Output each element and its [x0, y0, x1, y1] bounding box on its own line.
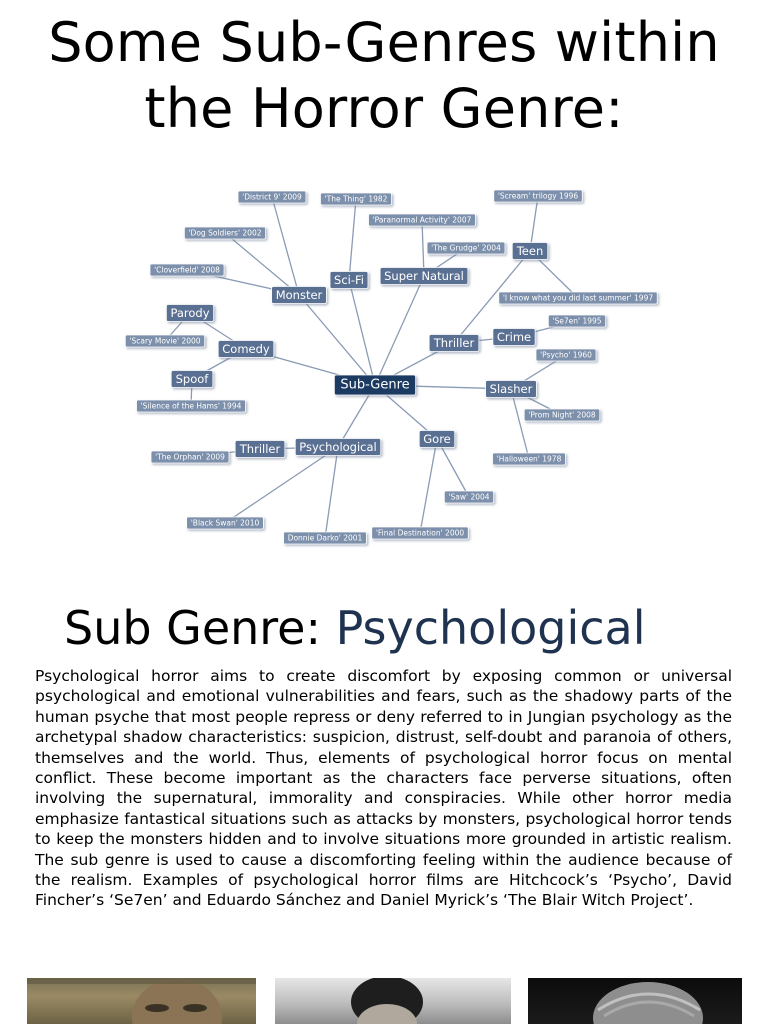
- mind-map-node-label: 'Psycho' 1960: [540, 351, 592, 360]
- mind-map-node-label: Monster: [276, 288, 323, 302]
- mind-map-node-label: 'The Thing' 1982: [325, 195, 388, 204]
- mind-map-node-spoof: Spoof: [170, 370, 214, 388]
- mind-map-node-supernatural: Super Natural: [379, 267, 469, 285]
- mind-map-node-label: Sub-Genre: [340, 378, 409, 393]
- mind-map-node-label: Parody: [170, 306, 209, 320]
- mind-map-node-label: Super Natural: [384, 269, 464, 283]
- mind-map-node-label: Psychological: [299, 440, 376, 454]
- section-heading-accent: Psychological: [335, 601, 646, 655]
- mind-map-node-saw: 'Saw' 2004: [443, 490, 495, 504]
- mind-map-node-label: Gore: [423, 432, 451, 446]
- mind-map-node-label: Comedy: [222, 342, 270, 356]
- mind-map-node-label: 'Black Swan' 2010: [191, 519, 260, 528]
- mind-map-node-thriller2: Thriller: [234, 440, 286, 458]
- mind-map-connector: [224, 232, 300, 296]
- mind-map-node-label: 'Paranormal Activity' 2007: [373, 216, 472, 225]
- mind-map-connector: [324, 446, 339, 539]
- mind-map-node-label: 'Scary Movie' 2000: [129, 337, 200, 346]
- film-still-image-3: [528, 978, 742, 1024]
- mind-map-node-district9: 'District 9' 2009: [237, 190, 307, 204]
- mind-map-node-label: 'The Orphan' 2009: [155, 453, 225, 462]
- mind-map-node-crime: Crime: [492, 328, 536, 346]
- mind-map-node-label: Thriller: [239, 442, 281, 456]
- mind-map-node-label: 'Dog Soldiers' 2002: [189, 229, 262, 238]
- mind-map-node-thriller: Thriller: [428, 334, 480, 352]
- mind-map-node-psychological: Psychological: [294, 438, 382, 456]
- mind-map-node-label: Crime: [497, 330, 531, 344]
- mind-map-node-se7en: 'Se7en' 1995: [547, 314, 607, 328]
- mind-map-node-donniedarko: Donnie Darko' 2001: [283, 531, 367, 545]
- mind-map-node-silence: 'Silence of the Hams' 1994: [136, 399, 246, 413]
- mind-map-connector: [421, 219, 425, 277]
- mind-map-node-label: 'Halloween' 1978: [497, 455, 562, 464]
- mind-map-node-label: Thriller: [433, 336, 475, 350]
- page-title-line-1: Some Sub-Genres within: [48, 11, 720, 74]
- mind-map-node-comedy: Comedy: [217, 340, 275, 358]
- mind-map-node-scream: 'Scream' trilogy 1996: [493, 189, 583, 203]
- mind-map-connector: [510, 388, 530, 460]
- mind-map-connector: [529, 195, 539, 252]
- mind-map-node-monster: Monster: [271, 286, 327, 304]
- mind-map-connector: [298, 294, 376, 386]
- mind-map-node-label: 'I know what you did last summer' 1997: [503, 294, 653, 303]
- mind-map-node-slasher: Slasher: [485, 380, 537, 398]
- section-body-text: Psychological horror aims to create disc…: [35, 667, 732, 910]
- mind-map-node-label: 'Scream' trilogy 1996: [498, 192, 579, 201]
- mind-map-node-gore: Gore: [418, 430, 456, 448]
- mind-map-connector: [224, 446, 339, 524]
- mind-map-node-psycho: 'Psycho' 1960: [535, 348, 597, 362]
- mind-map-node-cloverfield: 'Cloverfield' 2008: [149, 263, 225, 277]
- mind-map-node-finaldest: 'Final Destination' 2000: [371, 526, 469, 540]
- mind-map-node-teen: Teen: [511, 242, 549, 260]
- film-still-image-1: [27, 978, 256, 1024]
- section-heading-prefix: Sub Genre:: [64, 601, 336, 655]
- mind-map-node-label: 'Saw' 2004: [448, 493, 489, 502]
- mind-map-node-label: 'Silence of the Hams' 1994: [141, 402, 242, 411]
- mind-map-node-parody: Parody: [165, 304, 215, 322]
- mind-map-node-label: 'Prom Night' 2008: [528, 411, 596, 420]
- mind-map-connector: [348, 198, 357, 281]
- mind-map-node-paranormal: 'Paranormal Activity' 2007: [368, 213, 476, 227]
- mind-map-node-orphan: 'The Orphan' 2009: [150, 450, 230, 464]
- mind-map-connector: [271, 196, 300, 296]
- film-still-image-2: [275, 978, 511, 1024]
- mind-map-node-label: 'District 9' 2009: [242, 193, 302, 202]
- mind-map-node-label: 'The Grudge' 2004: [431, 244, 501, 253]
- mind-map-node-dogsoldiers: 'Dog Soldiers' 2002: [183, 226, 267, 240]
- mind-map-node-label: Donnie Darko' 2001: [288, 534, 363, 543]
- mind-map-node-label: 'Cloverfield' 2008: [154, 266, 220, 275]
- mind-map-node-halloween: 'Halloween' 1978: [492, 452, 566, 466]
- mind-map-node-center: Sub-Genre: [333, 374, 417, 396]
- mind-map-connector: [453, 250, 531, 344]
- mind-map-node-label: Teen: [516, 244, 544, 258]
- section-heading: Sub Genre: Psychological: [64, 598, 645, 658]
- mind-map-node-scifi: Sci-Fi: [329, 271, 369, 289]
- mind-map-node-label: 'Final Destination' 2000: [376, 529, 465, 538]
- mind-map-node-label: 'Se7en' 1995: [552, 317, 601, 326]
- page-title-line-2: the Horror Genre:: [144, 77, 624, 140]
- page-title: Some Sub-Genres within the Horror Genre:: [0, 10, 768, 142]
- mind-map-node-thething: 'The Thing' 1982: [320, 192, 392, 206]
- mind-map-connector: [348, 279, 376, 386]
- mind-map-node-scarymovie: 'Scary Movie' 2000: [124, 334, 206, 348]
- mind-map-connector: [374, 275, 425, 386]
- mind-map-connector: [436, 438, 470, 498]
- mind-map-node-promnight: 'Prom Night' 2008: [523, 408, 601, 422]
- mind-map-node-label: Slasher: [490, 382, 533, 396]
- mind-map-node-iknow: 'I know what you did last summer' 1997: [498, 291, 658, 305]
- mind-map-node-label: Sci-Fi: [334, 273, 364, 287]
- mind-map-node-label: Spoof: [176, 372, 210, 386]
- mind-map-node-blackswan: 'Black Swan' 2010: [186, 516, 264, 530]
- mind-map-connector: [419, 438, 438, 534]
- sub-genre-mind-map: Sub-Genre Monster Sci-Fi Super Natural TeenT…: [124, 189, 658, 545]
- mind-map-node-grudge: 'The Grudge' 2004: [426, 241, 506, 255]
